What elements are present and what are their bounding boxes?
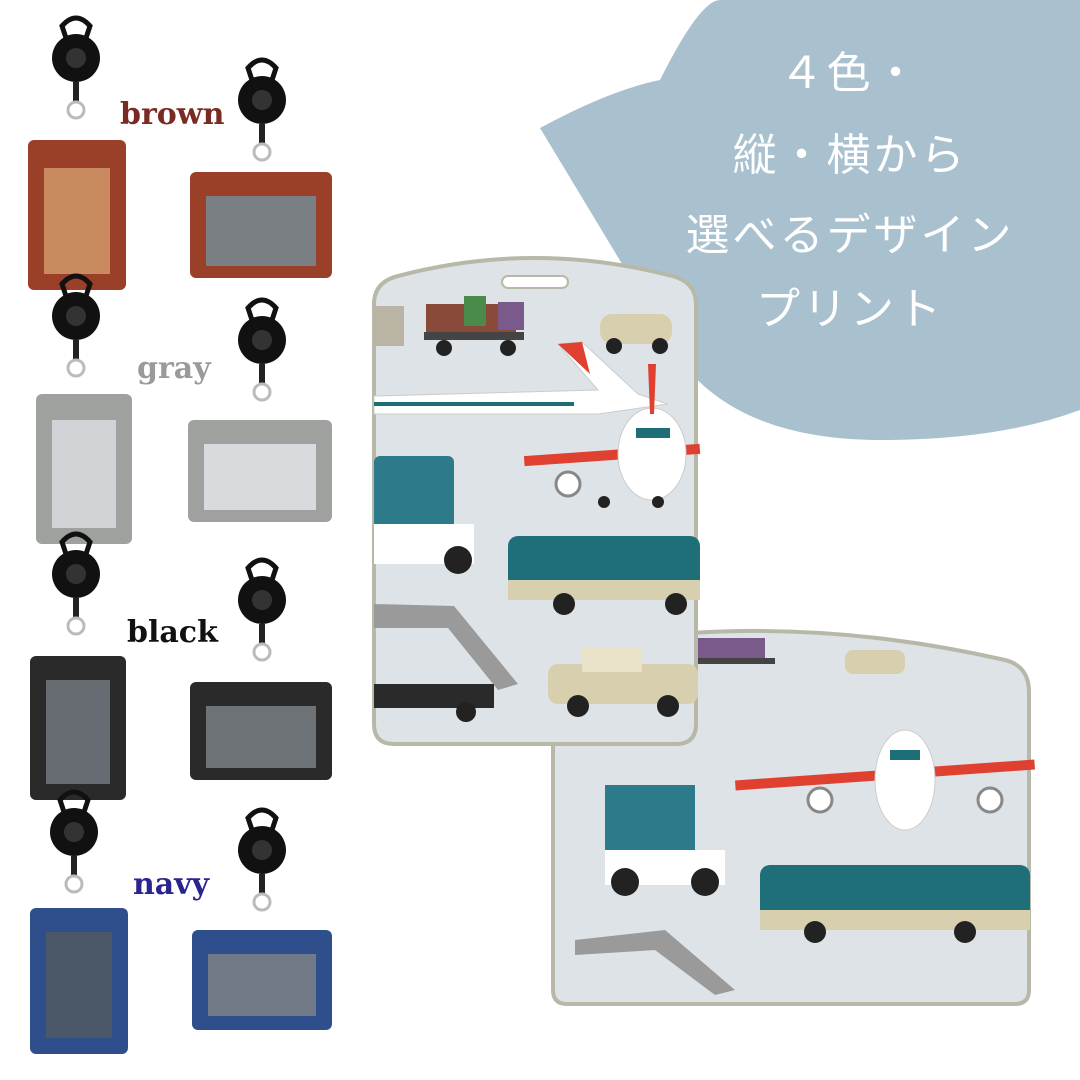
holder-brown-vertical (28, 18, 126, 290)
holder-black-horizontal (190, 560, 332, 780)
color-label-navy: navy (133, 867, 210, 902)
bubble-text-line-2: 縦・横から (732, 130, 968, 181)
holder-swatches (28, 0, 332, 1054)
color-label-black: black (127, 615, 218, 650)
holder-navy-vertical (30, 792, 128, 1054)
color-label-brown: brown (120, 97, 225, 132)
holder-gray-horizontal (188, 300, 332, 522)
vertical-card (372, 256, 701, 746)
color-label-gray: gray (137, 351, 211, 386)
holder-navy-horizontal (192, 810, 332, 1030)
holder-gray-vertical (36, 276, 132, 544)
holder-black-vertical (30, 534, 126, 800)
bubble-text-line-1: ４色・ (779, 48, 921, 99)
holder-brown-horizontal (190, 60, 332, 278)
bubble-text-line-3: 選べるデザイン (685, 210, 1015, 261)
bubble-text-line-4: プリント (756, 284, 944, 335)
